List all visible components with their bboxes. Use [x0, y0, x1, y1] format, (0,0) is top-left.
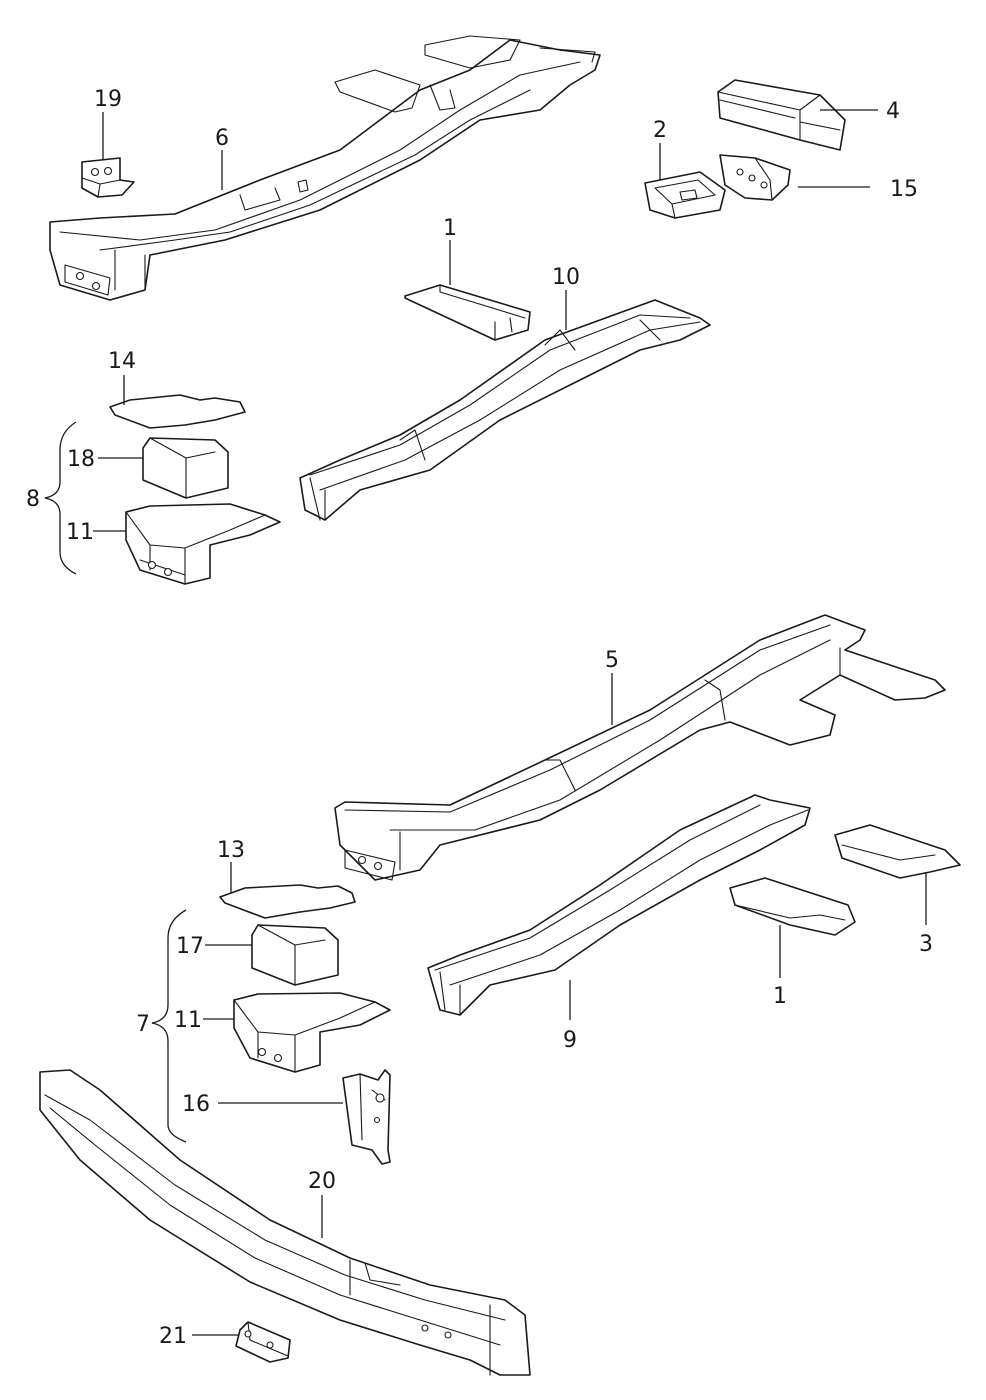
callout-11-upper: 11 [66, 520, 94, 545]
callout-6: 6 [215, 126, 229, 151]
part-1-lower-channel [729, 877, 856, 936]
callout-10: 10 [552, 265, 580, 290]
callout-7: 7 [136, 1012, 150, 1037]
callout-5: 5 [605, 648, 619, 673]
callout-15: 15 [890, 177, 918, 202]
callout-21: 21 [159, 1324, 187, 1349]
part-6-rail [49, 35, 601, 301]
group-8-brace [44, 421, 77, 575]
part-10-rail [299, 299, 711, 521]
part-9-rail [427, 794, 811, 1016]
callout-18: 18 [67, 447, 95, 472]
callout-9: 9 [563, 1028, 577, 1053]
callout-17: 17 [176, 934, 204, 959]
callout-labels: 19 6 2 4 15 1 10 14 18 8 11 5 13 17 7 11… [26, 87, 933, 1349]
part-16-hinge [342, 1069, 391, 1165]
part-2-bracket [644, 171, 726, 219]
part-5-rail [334, 614, 946, 881]
callout-20: 20 [308, 1169, 336, 1194]
callout-14: 14 [108, 349, 136, 374]
part-17-box [251, 924, 339, 986]
part-11-lower-bracket [233, 992, 391, 1073]
part-15-plate [719, 154, 791, 201]
part-3-channel [834, 824, 961, 879]
callout-2: 2 [653, 118, 667, 143]
part-13-plate [219, 884, 356, 919]
callout-11-lower: 11 [174, 1008, 202, 1033]
part-11-upper-bracket [125, 503, 281, 585]
part-18-box [142, 437, 229, 499]
callout-1-lower: 1 [773, 984, 787, 1009]
callout-19: 19 [94, 87, 122, 112]
part-19-bracket [81, 157, 135, 198]
group-7-brace [151, 909, 187, 1143]
part-1-upper-channel [404, 284, 531, 341]
callout-8: 8 [26, 487, 40, 512]
callout-3: 3 [919, 932, 933, 957]
part-4-bracket [717, 79, 846, 151]
part-14-plate [109, 394, 246, 429]
callout-16: 16 [182, 1092, 210, 1117]
callout-13: 13 [217, 838, 245, 863]
leader-lines [93, 109, 927, 1336]
callout-1-upper: 1 [443, 216, 457, 241]
part-20-beam [39, 1069, 531, 1376]
callout-4: 4 [886, 99, 900, 124]
part-21-clip [235, 1321, 291, 1363]
